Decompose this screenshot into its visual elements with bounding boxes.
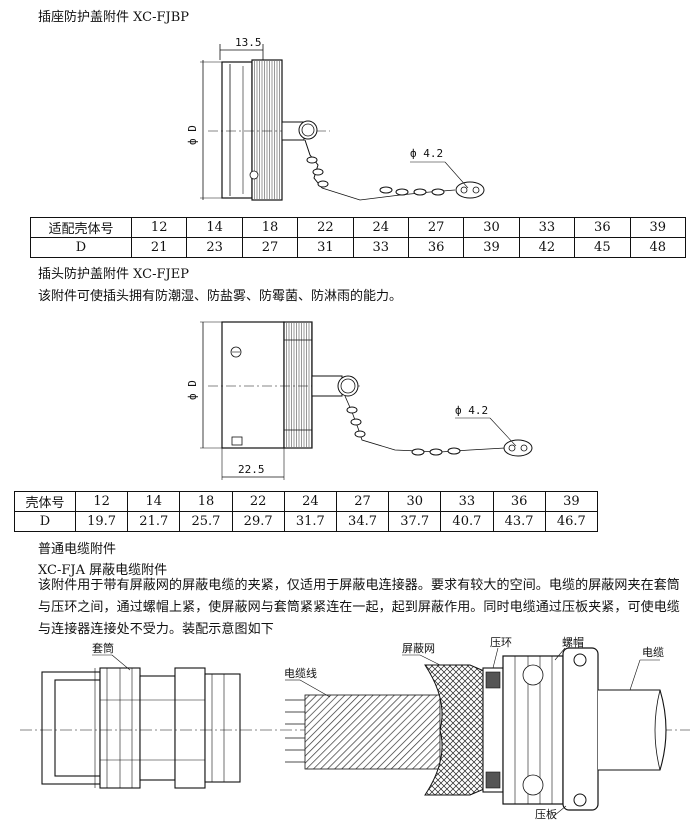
label-shield: 屏蔽网 xyxy=(402,642,435,655)
socket-cap-length-dim: 13.5 xyxy=(235,36,262,49)
plug-cap-hole-dim: ф 4.2 xyxy=(455,404,489,417)
table-cell: 18 xyxy=(241,217,299,238)
plug-cap-length-dim: 22.5 xyxy=(238,463,265,476)
table-cell: 21.7 xyxy=(127,511,181,532)
plug-cap-description: 该附件可使插头拥有防潮湿、防盐雾、防霉菌、防淋雨的能力。 xyxy=(38,289,403,304)
table-cell: 45 xyxy=(574,237,631,258)
table-cell: 30 xyxy=(463,217,520,238)
table-cell: 33 xyxy=(440,491,494,512)
table-cell: 18 xyxy=(179,491,233,512)
table-row: 壳体号 12 14 18 22 24 27 30 33 36 39 xyxy=(14,491,599,512)
table-cell: 27 xyxy=(335,491,390,512)
table-cell: 25.7 xyxy=(179,511,233,532)
table-cell: 42 xyxy=(518,237,576,258)
table-cell: 27 xyxy=(241,237,299,258)
table-header-cell: 适配壳体号 xyxy=(30,217,132,238)
cable-description: 该附件用于带有屏蔽网的屏蔽电缆的夹紧，仅适用于屏蔽电连接器。要求有较大的空间。电… xyxy=(38,578,680,637)
table-cell: 31.7 xyxy=(283,511,337,532)
table-cell: 48 xyxy=(629,237,687,258)
table-cell: 24 xyxy=(352,217,409,238)
table-cell: 29.7 xyxy=(231,511,285,532)
table-cell: 27 xyxy=(407,217,465,238)
plug-cap-diameter-dim: ф D xyxy=(186,380,199,400)
socket-cap-table: 适配壳体号 12 14 18 22 24 27 30 33 36 39 D 21… xyxy=(30,217,687,258)
table-row: D 21 23 27 31 33 36 39 42 45 48 xyxy=(30,237,687,258)
table-cell: 12 xyxy=(130,217,188,238)
table-cell: 30 xyxy=(388,491,442,512)
table-header-cell: D xyxy=(30,237,132,258)
label-wire: 电缆线 xyxy=(284,667,317,680)
socket-cap-hole-dim: ф 4.2 xyxy=(410,147,444,160)
plug-cap-table: 壳体号 12 14 18 22 24 27 30 33 36 39 D 19.7… xyxy=(14,491,599,532)
plug-cap-title: 插头防护盖附件 XC-FJEP xyxy=(38,267,189,282)
plug-cap-drawing xyxy=(200,321,533,480)
label-nut: 螺帽 xyxy=(562,636,584,649)
label-ring: 压环 xyxy=(490,636,512,649)
socket-cap-diameter-dim: ф D xyxy=(186,125,199,145)
label-cable: 电缆 xyxy=(642,646,664,659)
table-cell: 22 xyxy=(231,491,285,512)
table-header-cell: 壳体号 xyxy=(14,491,76,512)
table-cell: 24 xyxy=(283,491,337,512)
table-row: D 19.7 21.7 25.7 29.7 31.7 34.7 37.7 40.… xyxy=(14,511,599,532)
table-cell: 31 xyxy=(297,237,354,258)
table-cell: 23 xyxy=(186,237,243,258)
label-sleeve: 套筒 xyxy=(92,642,114,655)
table-cell: 39 xyxy=(629,217,687,238)
table-cell: 19.7 xyxy=(74,511,129,532)
table-cell: 36 xyxy=(574,217,631,238)
table-cell: 33 xyxy=(352,237,409,258)
table-cell: 37.7 xyxy=(388,511,442,532)
table-cell: 14 xyxy=(127,491,181,512)
table-cell: 46.7 xyxy=(544,511,599,532)
table-cell: 43.7 xyxy=(492,511,546,532)
socket-cap-drawing xyxy=(200,44,485,201)
table-cell: 40.7 xyxy=(440,511,494,532)
table-cell: 39 xyxy=(544,491,599,512)
table-header-cell: D xyxy=(14,511,76,532)
table-cell: 33 xyxy=(518,217,576,238)
table-cell: 14 xyxy=(186,217,243,238)
table-cell: 39 xyxy=(463,237,520,258)
table-row: 适配壳体号 12 14 18 22 24 27 30 33 36 39 xyxy=(30,217,687,238)
table-cell: 12 xyxy=(74,491,129,512)
cable-heading-general: 普通电缆附件 xyxy=(38,542,117,557)
table-cell: 21 xyxy=(130,237,188,258)
table-cell: 34.7 xyxy=(335,511,390,532)
table-cell: 36 xyxy=(407,237,465,258)
cable-assembly-drawing xyxy=(20,647,690,816)
table-cell: 22 xyxy=(297,217,354,238)
table-cell: 36 xyxy=(492,491,546,512)
label-plate: 压板 xyxy=(535,808,557,821)
socket-cap-title: 插座防护盖附件 XC-FJBP xyxy=(38,10,190,25)
cable-heading-shielded: XC-FJA 屏蔽电缆附件 xyxy=(38,563,168,578)
